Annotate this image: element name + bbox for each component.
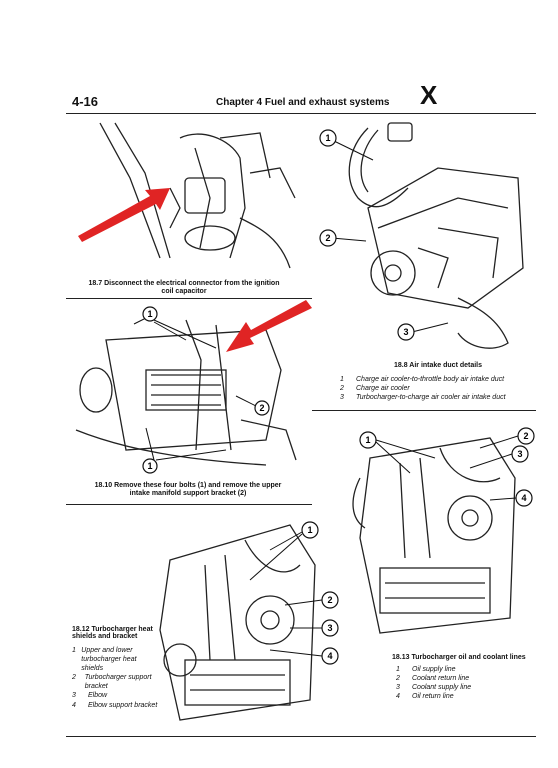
callout-label: 3 xyxy=(403,327,408,337)
legend-number: 1 xyxy=(340,376,344,383)
legend-text: Turbocharger support bracket xyxy=(84,674,152,691)
divider-rule xyxy=(66,298,312,299)
legend-number: 3 xyxy=(396,684,400,692)
legend-text: Turbocharger-to-charge air cooler air in… xyxy=(356,394,506,402)
figure-18-13-legend: 1 Oil supply line 2 Coolant return line 3 C… xyxy=(396,665,536,701)
figure-18-8-illustration: 1 2 3 xyxy=(319,122,524,349)
callout-label: 1 xyxy=(147,309,152,319)
legend-text: Elbow xyxy=(88,692,108,700)
figure-18-7-caption: 18.7 Disconnect the electrical connector… xyxy=(88,280,280,296)
callout-label: 2 xyxy=(327,595,332,605)
callout-label: 1 xyxy=(307,525,312,535)
page-number: 4-16 xyxy=(72,94,99,109)
callout-label: 1 xyxy=(365,435,370,445)
callout-label: 1 xyxy=(325,133,330,143)
figure-18-8-title: 18.8 Air intake duct details xyxy=(393,362,483,369)
figure-18-13-illustration: 1 2 3 4 xyxy=(352,427,535,634)
callout-label: 2 xyxy=(523,431,528,441)
figure-18-7-illustration xyxy=(78,122,296,269)
callout-label: 3 xyxy=(327,623,332,633)
legend-text: Coolant return line xyxy=(412,675,470,683)
figure-18-10-illustration: 1 2 1 xyxy=(75,300,312,474)
legend-number: 2 xyxy=(396,675,400,683)
handwritten-mark: X xyxy=(420,80,438,110)
legend-text: Upper and lower turbocharger heat shield… xyxy=(81,647,137,673)
legend-text: Coolant supply line xyxy=(412,684,472,692)
header-rule xyxy=(66,113,536,114)
chapter-title: Chapter 4 Fuel and exhaust systems xyxy=(216,97,390,108)
callout-label: 1 xyxy=(147,461,152,471)
footer-rule xyxy=(66,736,536,737)
figure-18-10-caption: 18.10 Remove these four bolts (1) and re… xyxy=(94,482,282,498)
callout-label: 4 xyxy=(327,651,332,661)
legend-number: 4 xyxy=(72,701,76,709)
legend-text: Oil return line xyxy=(412,693,454,701)
legend-number: 3 xyxy=(72,692,76,700)
callout-label: 2 xyxy=(259,403,264,413)
divider-rule xyxy=(66,504,312,505)
legend-text: Oil supply line xyxy=(412,666,456,673)
legend-number: 1 xyxy=(396,666,400,673)
legend-number: 2 xyxy=(72,674,76,682)
callout-label: 2 xyxy=(325,233,330,243)
figure-18-12-legend: 1 Upper and lower turbocharger heat shiel… xyxy=(72,646,158,710)
figure-18-8-legend: 1 Charge air cooler-to-throttle body air … xyxy=(340,375,536,402)
callout-label: 4 xyxy=(521,493,526,503)
legend-number: 4 xyxy=(396,693,400,701)
figure-18-13-title: 18.13 Turbocharger oil and coolant lines xyxy=(392,654,526,661)
legend-text: Charge air cooler-to-throttle body air i… xyxy=(356,376,505,383)
legend-number: 3 xyxy=(340,394,344,402)
callout-label: 3 xyxy=(517,449,522,459)
figure-18-12-illustration: 1 2 3 4 xyxy=(159,521,339,721)
figure-18-12-title: 18.12 Turbocharger heat shields and brac… xyxy=(72,626,153,640)
legend-text: Elbow support bracket xyxy=(88,701,158,709)
legend-number: 1 xyxy=(72,647,76,654)
legend-text: Charge air cooler xyxy=(356,385,410,393)
legend-number: 2 xyxy=(340,385,344,393)
divider-rule xyxy=(312,410,536,411)
